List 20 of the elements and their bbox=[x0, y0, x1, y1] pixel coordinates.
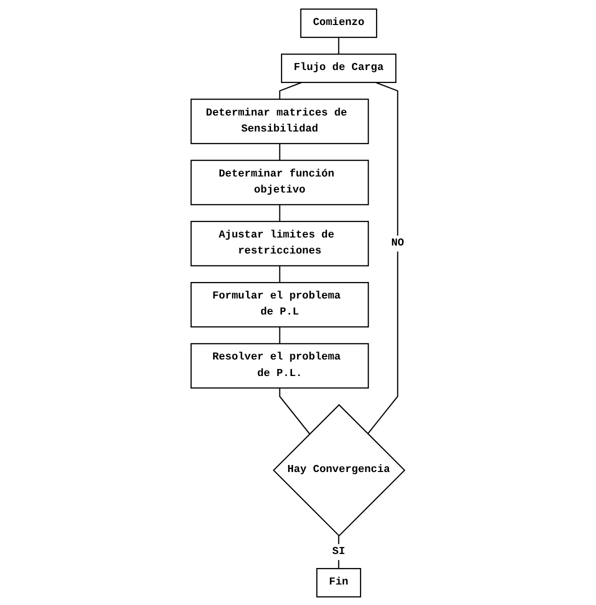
connector bbox=[279, 143, 280, 160]
node-box: Formular el problema de P.L bbox=[190, 282, 370, 327]
edge-label: NO bbox=[391, 236, 404, 249]
node-box: Fin bbox=[316, 568, 362, 597]
connector bbox=[367, 81, 398, 434]
node-box: Comienzo bbox=[300, 8, 378, 38]
connector bbox=[279, 81, 302, 99]
connector bbox=[279, 326, 280, 344]
connector bbox=[338, 36, 340, 54]
node-box: Ajustar limites de restricciones bbox=[190, 220, 370, 266]
node-box: Determinar matrices de Sensibilidad bbox=[190, 98, 370, 144]
connector bbox=[279, 204, 280, 221]
connector bbox=[338, 535, 340, 568]
node-box: Determinar función objetivo bbox=[190, 159, 370, 205]
node-diamond: Hay Convergencia bbox=[272, 404, 406, 536]
edge-label: SI bbox=[332, 545, 346, 558]
node-box: Flujo de Carga bbox=[281, 53, 397, 83]
node-box: Resolver el problema de P.L. bbox=[190, 342, 370, 388]
connector bbox=[279, 265, 280, 282]
connector bbox=[279, 388, 310, 434]
